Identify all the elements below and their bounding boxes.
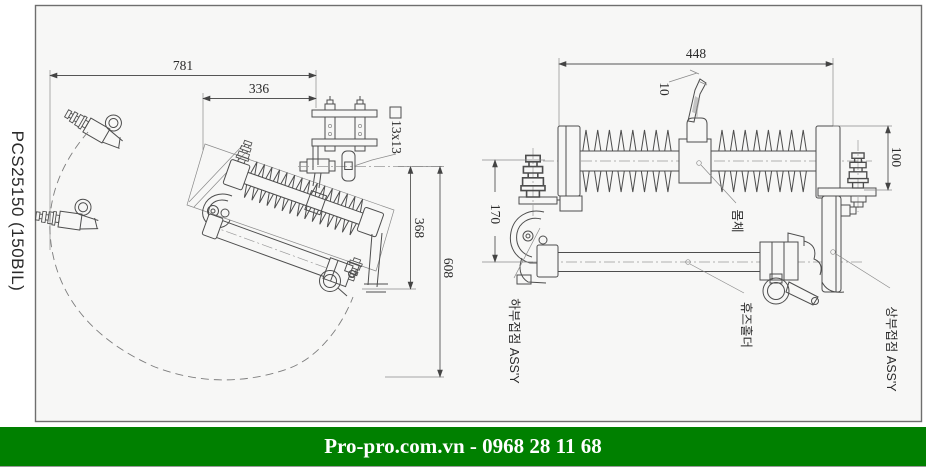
dim-label-336: 336 [249,81,270,96]
pull-ring-closed [762,277,790,305]
phantom-outline-box [186,143,395,272]
dim-swing-height-608: 608 [385,165,456,378]
striker-rod: 10 [657,69,708,123]
mount-hole-callout: 13x13 [341,106,404,182]
sheet-frame [34,4,923,423]
fuse-tube-open [201,213,356,297]
callout-lower-contact: 하부접점 ASS'Y [507,227,541,384]
dim-total-width-448: 448 [558,46,834,126]
dim-holder-offset-170: 170 [482,159,545,263]
hanger-clamp [304,189,328,216]
dim-label-13x13: 13x13 [389,120,404,154]
insulator-closed [557,117,841,199]
label-lower-contact: 하부접점 ASS'Y [507,298,521,384]
dim-bracket-width-336: 336 [202,81,317,150]
footer-contact-text: Pro-pro.com.vn - 0968 28 11 68 [324,434,602,458]
dim-bracket-depth-100: 100 [833,125,904,191]
insulator-open [222,139,384,283]
dim-label-10: 10 [657,82,672,96]
label-fuse-holder: 휴즈홀더 [739,302,753,348]
dim-label-781: 781 [173,58,193,73]
engineering-drawing: 781 336 [0,4,923,423]
left-view-open-position: 781 336 [35,58,456,381]
label-body: 몸체 [730,209,744,232]
dim-label-368: 368 [412,218,427,239]
lower-contact-assembly [509,210,548,285]
pivot-assembly [299,158,336,189]
left-terminal-assembly [518,154,583,212]
dim-label-100: 100 [889,147,904,168]
dim-drop-height-368: 368 [362,165,427,290]
label-upper-contact: 상부접점 ASS'Y [884,306,898,392]
footer-banner: Pro-pro.com.vn - 0968 28 11 68 [0,427,926,467]
fuse-tube-closed [536,232,822,306]
center-hub [678,138,712,184]
crossarm-bracket [311,96,378,170]
dim-label-170: 170 [488,204,503,225]
swing-arc [49,131,354,381]
pull-ring [319,270,341,292]
callout-upper-contact: 상부접점 ASS'Y [830,249,898,392]
upper-bracket-assembly [817,152,877,293]
dim-label-608: 608 [441,258,456,279]
support-bracket-open [344,232,388,293]
dim-label-448: 448 [686,46,707,61]
right-view-closed-position: 448 [482,46,904,392]
callout-fuse-holder: 휴즈홀더 [685,259,753,348]
square-symbol-icon [389,106,402,119]
callout-body: 몸체 [696,160,744,233]
